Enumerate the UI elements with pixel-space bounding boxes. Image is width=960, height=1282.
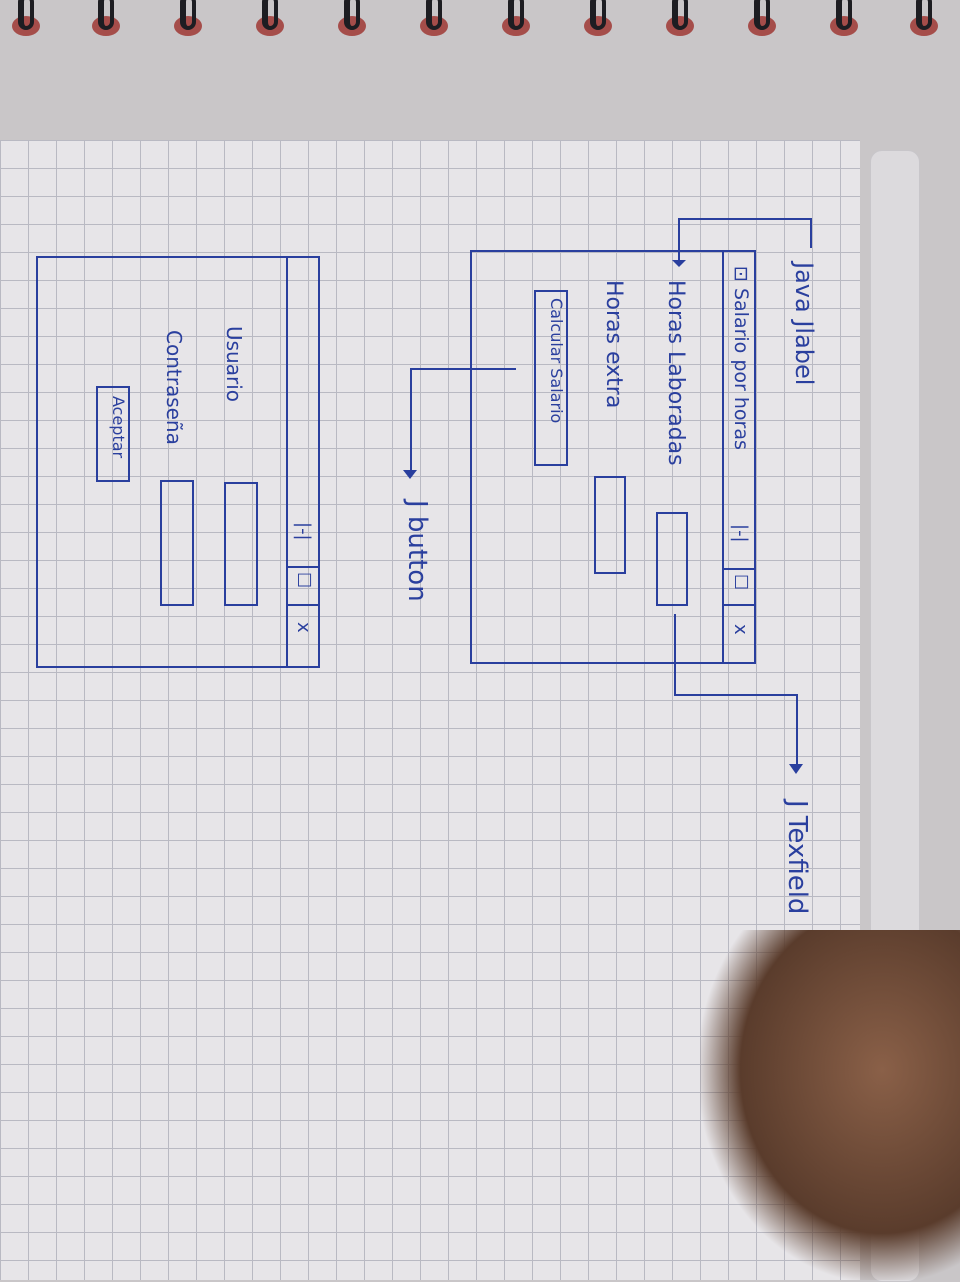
spiral-ring [580,0,616,40]
label-horas-laboradas: Horas Laboradas [663,280,688,466]
jbutton-arrowhead [403,470,417,479]
aceptar-label: Aceptar [109,396,128,459]
login-ctrl-divider-2 [286,604,320,606]
horas-laboradas-field[interactable] [656,512,688,606]
calcular-salario-label: Calcular Salario [547,298,566,424]
spiral-ring [826,0,862,40]
login-close-button[interactable]: x [293,622,314,633]
jbutton-leader-v [410,368,412,472]
login-ctrl-divider-1 [286,566,320,568]
horas-extra-field[interactable] [594,476,626,574]
spiral-ring [498,0,534,40]
window-icon: ⊡ [730,266,752,288]
spiral-ring [416,0,452,40]
jlabel-annotation: Java Jlabel [790,262,818,386]
jlabel-arrowhead [672,260,686,267]
jtextfield-leader-h [674,694,798,696]
jbutton-annotation: J button [402,500,432,602]
label-contrasena: Contraseña [162,330,186,445]
spiral-ring [88,0,124,40]
spiral-ring [334,0,370,40]
label-horas-extra: Horas extra [601,280,626,409]
salary-window-frame [470,250,756,664]
contrasena-field[interactable] [160,480,194,606]
jtextfield-leader-v1 [674,614,676,696]
jlabel-leader-v [810,218,812,248]
salary-ctrl-divider-2 [722,604,756,606]
spiral-ring [662,0,698,40]
login-titlebar-divider [286,258,288,666]
jtextfield-leader-v2 [796,694,798,766]
login-window-frame [36,256,320,668]
login-maximize-button[interactable]: ☐ [293,572,314,589]
label-usuario: Usuario [222,326,246,403]
spiral-ring [744,0,780,40]
spiral-ring [170,0,206,40]
aceptar-button[interactable]: Aceptar [96,386,130,482]
minimize-button[interactable]: |-| [730,524,751,543]
spiral-ring [252,0,288,40]
login-minimize-button[interactable]: |-| [293,522,314,541]
usuario-field[interactable] [224,482,258,606]
calcular-salario-button[interactable]: Calcular Salario [534,290,568,466]
jtextfield-arrowhead [789,764,803,774]
salary-window-title: ⊡ Salario por horas [730,266,752,450]
spiral-ring [8,0,44,40]
jtextfield-annotation: J Texfield [782,800,812,915]
close-button[interactable]: x [730,624,751,635]
maximize-button[interactable]: ☐ [730,574,751,591]
fabric-corner [700,930,960,1280]
jbutton-leader-h [410,368,516,370]
spiral-ring [906,0,942,40]
salary-titlebar-divider [722,252,724,662]
salary-ctrl-divider-1 [722,568,756,570]
jlabel-leader-down [678,218,680,262]
jlabel-leader-h [678,218,812,220]
